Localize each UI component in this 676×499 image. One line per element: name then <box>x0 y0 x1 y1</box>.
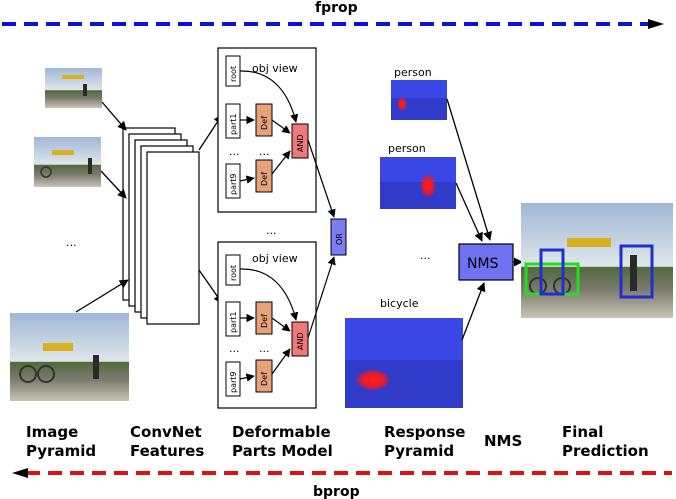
nms-box-label: NMS <box>467 256 499 272</box>
arrow-small-to-convnet <box>101 101 127 131</box>
root-label: root <box>229 265 238 281</box>
stage-label-dpm: Deformable Parts Model <box>232 423 333 460</box>
response-label-bicycle: bicycle <box>380 297 419 310</box>
def-label-1: Def <box>260 116 269 130</box>
pyramid-image-small <box>45 68 102 108</box>
part9-label: part9 <box>229 372 238 394</box>
bprop-label: bprop <box>313 484 360 499</box>
pyramid-image-medium <box>34 137 101 187</box>
response-map-person-1 <box>391 80 447 120</box>
svg-text:Response: Response <box>384 423 465 441</box>
nms-box <box>458 243 514 281</box>
part-ellipsis: ... <box>229 145 240 158</box>
def-box-9 <box>255 359 273 393</box>
response-map-bicycle <box>345 318 463 408</box>
dpm-component-top: obj view root part1 ... part9 Def ... De… <box>217 47 317 213</box>
arrow-person2-to-nms <box>455 182 483 242</box>
svg-text:Features: Features <box>130 442 204 460</box>
svg-text:Deformable: Deformable <box>232 423 331 441</box>
response-label-person-1: person <box>394 66 432 79</box>
dpm-ellipsis: ... <box>266 224 277 237</box>
arrow-person1-to-nms <box>446 98 492 241</box>
svg-text:Pyramid: Pyramid <box>384 442 454 460</box>
svg-text:Image: Image <box>26 423 78 441</box>
final-prediction-image <box>521 203 673 318</box>
part1-label: part1 <box>229 114 238 136</box>
dpm-component-bottom: obj view root part1 ... part9 Def ... De… <box>217 241 317 409</box>
arrow-medium-to-convnet <box>100 170 127 199</box>
and-label: AND <box>296 134 305 152</box>
and-box <box>291 321 309 357</box>
response-ellipsis: ... <box>420 249 431 262</box>
or-box <box>330 218 347 256</box>
svg-text:Parts Model: Parts Model <box>232 442 333 460</box>
arrow-bicycle-to-nms <box>461 282 486 341</box>
stage-label-image-pyramid: Image Pyramid <box>26 423 96 460</box>
bprop-arrow <box>12 468 672 478</box>
root-label: root <box>229 66 238 82</box>
svg-text:Pyramid: Pyramid <box>26 442 96 460</box>
arrow-large-to-convnet <box>75 279 129 313</box>
def-label-9: Def <box>260 172 269 186</box>
detection-box-person-2 <box>619 244 654 299</box>
obj-view-label: obj view <box>252 62 298 75</box>
pyramid-image-large <box>10 313 129 401</box>
stage-label-convnet-features: ConvNet Features <box>130 423 204 460</box>
def-box-9 <box>255 159 273 193</box>
def-ellipsis: ... <box>259 342 270 355</box>
pyramid-ellipsis: ... <box>66 236 77 249</box>
def-label-9: Def <box>260 372 269 386</box>
stage-label-response-pyramid: Response Pyramid <box>384 423 465 460</box>
stage-label-final-prediction: Final Prediction <box>562 423 649 460</box>
arrow-and-to-or-bottom <box>307 256 336 339</box>
def-ellipsis: ... <box>259 145 270 158</box>
stage-label-nms: NMS <box>484 432 522 450</box>
convnet-feature-stack <box>122 127 200 325</box>
or-label: OR <box>335 233 344 245</box>
part1-label: part1 <box>229 312 238 334</box>
svg-text:ConvNet: ConvNet <box>130 423 202 441</box>
fprop-label: fprop <box>315 0 358 16</box>
svg-text:Prediction: Prediction <box>562 442 649 460</box>
svg-text:Final: Final <box>562 423 603 441</box>
detection-box-person-1 <box>539 248 565 296</box>
part9-label: part9 <box>229 174 238 196</box>
arrow-and-to-or-top <box>307 139 336 218</box>
def-label-1: Def <box>260 314 269 328</box>
obj-view-label: obj view <box>252 252 298 265</box>
fprop-arrow <box>2 19 664 29</box>
and-label: AND <box>296 332 305 350</box>
response-label-person-2: person <box>388 142 426 155</box>
svg-text:NMS: NMS <box>484 432 522 450</box>
response-map-person-2 <box>380 157 456 209</box>
part-ellipsis: ... <box>229 342 240 355</box>
